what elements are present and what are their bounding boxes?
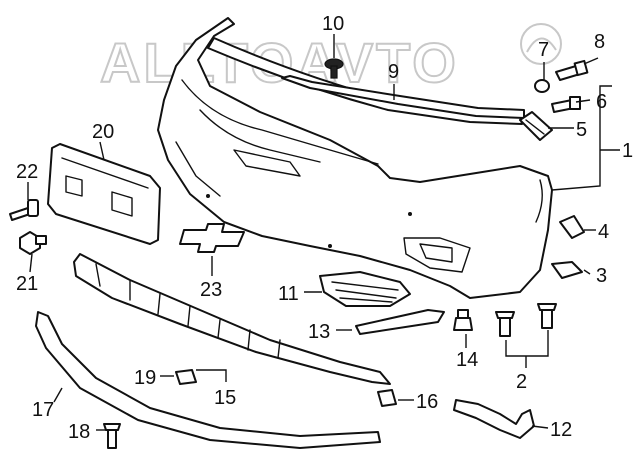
- part-bolt-6: [551, 96, 581, 113]
- part-bracket-4: [559, 215, 585, 239]
- callout-1: 1: [622, 140, 633, 162]
- part-bumper-cover: [157, 17, 553, 299]
- part-deflector-13: [355, 309, 445, 335]
- part-bolts-2: [495, 303, 557, 337]
- part-nut-7: [534, 79, 550, 93]
- part-lower-deflector: [73, 253, 391, 385]
- part-screw-18: [103, 423, 121, 449]
- part-clip-3: [551, 261, 583, 279]
- callout-11: 11: [278, 283, 299, 305]
- part-clip-14: [453, 309, 473, 331]
- callout-3: 3: [596, 265, 607, 287]
- part-screw-10: [324, 58, 344, 79]
- callout-12: 12: [550, 419, 572, 441]
- callout-numbers: 1 2 3 4 5 6 7 8 9 10 11 12 13 14 15 16 1…: [16, 13, 633, 443]
- part-lower-trim-12: [453, 399, 535, 439]
- callout-23: 23: [200, 279, 222, 301]
- part-bracket-5: [519, 111, 553, 141]
- part-fog-lamp-cover: [319, 271, 411, 307]
- watermark-logo-emblem: [520, 23, 562, 65]
- part-nut-21: [19, 231, 47, 255]
- callout-5: 5: [576, 119, 587, 141]
- callout-6: 6: [596, 91, 607, 113]
- part-bolt-8: [555, 59, 589, 81]
- callout-18: 18: [68, 421, 90, 443]
- part-emblem: [179, 223, 245, 253]
- callout-9: 9: [388, 61, 399, 83]
- callout-16: 16: [416, 391, 438, 413]
- callout-22: 22: [16, 161, 38, 183]
- part-clip-19: [175, 369, 197, 385]
- callout-14: 14: [456, 349, 478, 371]
- part-air-deflector: [35, 311, 381, 449]
- part-screw-22: [9, 199, 39, 221]
- part-license-bracket: [47, 143, 161, 245]
- callout-17: 17: [32, 399, 54, 421]
- callout-4: 4: [598, 221, 609, 243]
- callout-10: 10: [322, 13, 344, 35]
- part-upper-fascia-strip: [207, 37, 525, 125]
- callout-20: 20: [92, 121, 114, 143]
- callout-2: 2: [516, 371, 527, 393]
- callout-21: 21: [16, 273, 38, 295]
- callout-19: 19: [134, 367, 156, 389]
- part-clip-16: [377, 389, 397, 407]
- callout-7: 7: [538, 39, 549, 61]
- callout-13: 13: [308, 321, 330, 343]
- leader-lines: [27, 34, 620, 431]
- watermark-logo: ALLTOAVTO: [100, 31, 459, 94]
- callout-15: 15: [214, 387, 236, 409]
- callout-8: 8: [594, 31, 605, 53]
